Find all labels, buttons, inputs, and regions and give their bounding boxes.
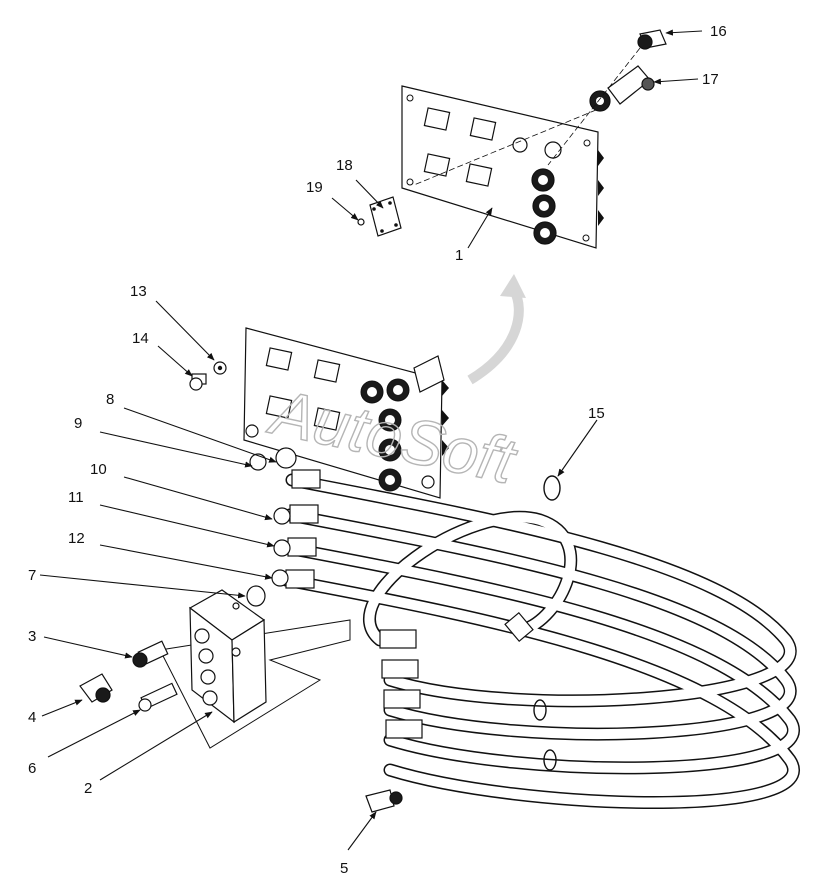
hose-end-fittings bbox=[249, 447, 297, 587]
callout-17: 17 bbox=[702, 71, 719, 88]
upper-panel bbox=[401, 85, 604, 249]
callout-10: 10 bbox=[90, 461, 107, 478]
callout-3: 3 bbox=[28, 628, 36, 645]
straight-fitting-3 bbox=[132, 640, 169, 668]
callout-9: 9 bbox=[74, 415, 82, 432]
callout-18: 18 bbox=[336, 157, 353, 174]
washer-13 bbox=[213, 361, 227, 375]
callout-1: 1 bbox=[455, 247, 463, 264]
mounted-panel bbox=[243, 327, 449, 499]
callout-6: 6 bbox=[28, 760, 36, 777]
callout-5: 5 bbox=[340, 860, 348, 877]
callout-4: 4 bbox=[28, 709, 36, 726]
bolt-14 bbox=[189, 373, 207, 391]
callout-12: 12 bbox=[68, 530, 85, 547]
callout-7: 7 bbox=[28, 567, 36, 584]
callout-13: 13 bbox=[130, 283, 147, 300]
elbow-fitting-4 bbox=[79, 673, 113, 703]
elbow-fitting-5 bbox=[365, 789, 403, 813]
callout-14: 14 bbox=[132, 330, 149, 347]
leader-lines bbox=[39, 29, 703, 851]
pin-6 bbox=[138, 682, 178, 712]
elbow-fitting-16 bbox=[637, 29, 667, 50]
hose-bundle bbox=[279, 469, 800, 809]
screw-19 bbox=[357, 218, 365, 226]
o-ring-7 bbox=[246, 585, 266, 607]
callout-16: 16 bbox=[710, 23, 727, 40]
manifold-block-2 bbox=[188, 589, 267, 724]
callout-11: 11 bbox=[68, 489, 84, 506]
rotation-arrow bbox=[467, 287, 524, 385]
callout-19: 19 bbox=[306, 179, 323, 196]
callout-labels: 1 2 3 4 5 6 7 8 9 10 11 12 13 14 15 16 1… bbox=[28, 23, 727, 877]
callout-15: 15 bbox=[588, 405, 605, 422]
callout-8: 8 bbox=[106, 391, 114, 408]
cover-plate-18 bbox=[369, 196, 402, 237]
callout-2: 2 bbox=[84, 780, 92, 797]
elbow-fitting-17 bbox=[589, 65, 655, 112]
